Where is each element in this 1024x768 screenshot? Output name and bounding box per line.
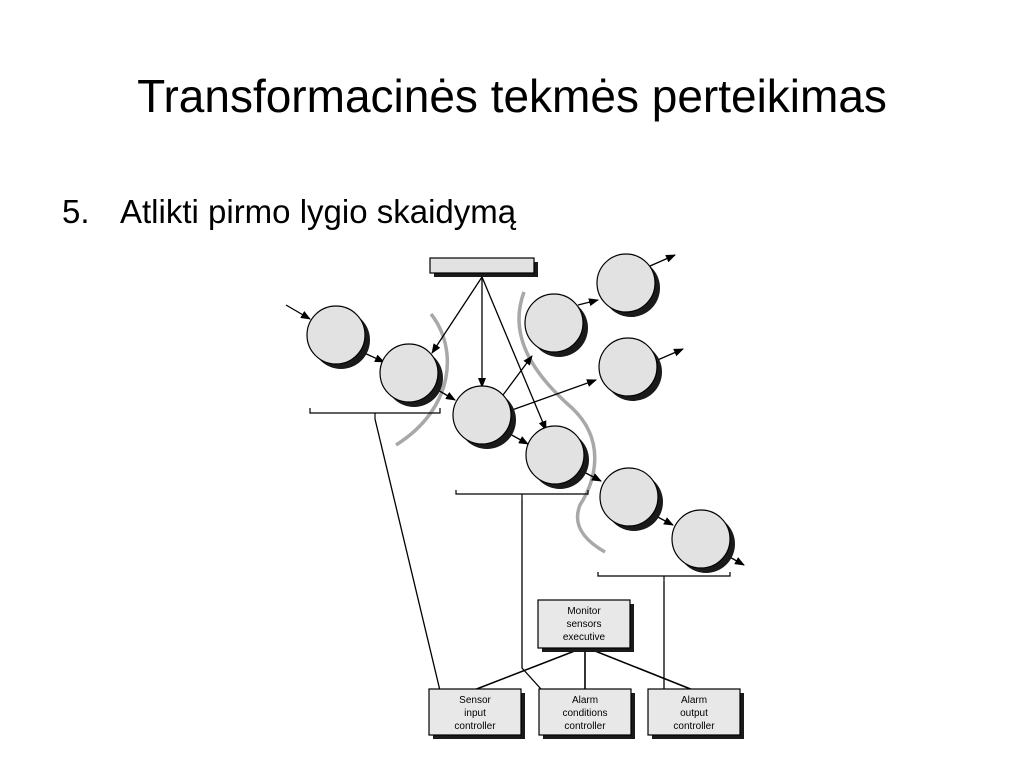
bubble [596, 253, 660, 317]
bubble [524, 293, 588, 357]
controller-label-line: Sensor [459, 695, 491, 706]
controller-label-line: output [680, 708, 708, 719]
bubble [599, 467, 663, 531]
mapping-arrows [374, 418, 668, 700]
controller-label-line: controller [673, 721, 715, 732]
bubble [306, 305, 370, 369]
bubble [671, 509, 735, 573]
controller-label-line: Alarm [681, 695, 707, 706]
bullet-number: 5. [62, 193, 90, 230]
alarm-output-controller-box: Alarm output controller [647, 688, 744, 739]
executive-label-line: executive [563, 632, 606, 643]
executive-label-line: sensors [566, 619, 601, 630]
sensor-input-controller-box: Sensor input controller [428, 688, 525, 739]
bullet-item: 5. Atlikti pirmo lygio skaidymą [62, 190, 516, 234]
hierarchy-lines [473, 646, 694, 691]
flow-arrows [285, 254, 745, 566]
controller-label-line: controller [564, 721, 606, 732]
monitor-sensors-executive-box: Monitor sensors executive [537, 599, 634, 652]
bubble [379, 343, 443, 407]
output-boundary-curve [517, 291, 606, 554]
controller-label-line: controller [454, 721, 496, 732]
transform-bubbles [306, 253, 735, 573]
executive-label-line: Monitor [567, 606, 601, 617]
controller-label-line: conditions [562, 708, 607, 719]
grouping-braces [309, 408, 731, 582]
bubble [525, 425, 589, 489]
controller-label-line: input [464, 708, 486, 719]
transform-group-brace [455, 490, 589, 500]
alarm-conditions-controller-box: Alarm conditions controller [538, 688, 635, 739]
slide-title: Transformacinės tekmės perteikimas [137, 70, 887, 122]
output-group-brace [597, 572, 731, 582]
input-group-brace [309, 408, 441, 419]
bullet-text: Atlikti pirmo lygio skaidymą [120, 193, 517, 230]
input-boundary-curve [395, 312, 450, 447]
controller-label-line: Alarm [572, 695, 598, 706]
bubble [598, 337, 662, 401]
data-store [429, 257, 538, 277]
bubble [452, 385, 516, 449]
boundary-curves [395, 291, 606, 554]
